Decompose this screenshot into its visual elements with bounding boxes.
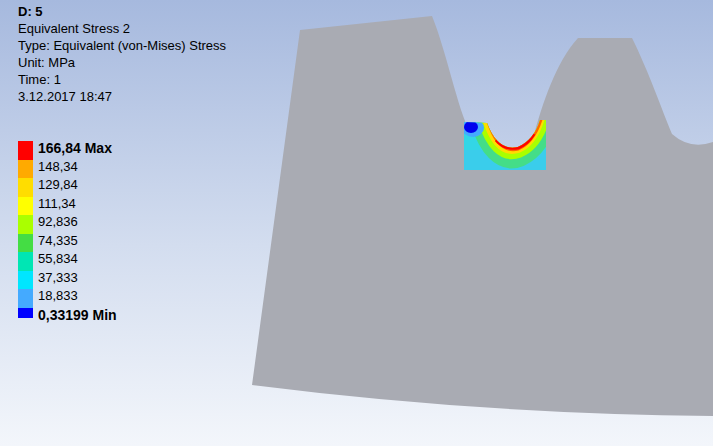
- color-band: [18, 252, 33, 271]
- color-band: [18, 197, 33, 216]
- color-band: [18, 160, 33, 179]
- result-info: Type: Equivalent (von-Mises) Stress: [18, 38, 226, 54]
- result-info: Time: 1: [18, 72, 61, 88]
- color-band: [18, 178, 33, 197]
- result-info: Equivalent Stress 2: [18, 21, 130, 37]
- stress-contour: [462, 114, 548, 172]
- color-band: [18, 289, 33, 308]
- result-info: 3.12.2017 18:47: [18, 89, 112, 105]
- legend-value: 148,34: [38, 159, 78, 175]
- legend-value: 74,335: [38, 233, 78, 249]
- legend-value: 0,33199 Min: [38, 307, 117, 323]
- legend-value: 111,34: [38, 196, 76, 212]
- legend-value: 129,84: [38, 177, 78, 193]
- result-info: Unit: MPa: [18, 55, 75, 71]
- color-band: [18, 141, 33, 160]
- color-band: [18, 308, 33, 318]
- color-band: [18, 215, 33, 234]
- legend-value: 166,84 Max: [38, 140, 112, 156]
- legend-value: 55,834: [38, 251, 78, 267]
- color-band: [18, 271, 33, 290]
- legend-value: 92,836: [38, 214, 78, 230]
- gear-body: [252, 16, 713, 416]
- legend-value: 18,833: [38, 288, 78, 304]
- result-id: D: 5: [18, 4, 43, 20]
- color-band: [18, 234, 33, 253]
- legend-value: 37,333: [38, 270, 78, 286]
